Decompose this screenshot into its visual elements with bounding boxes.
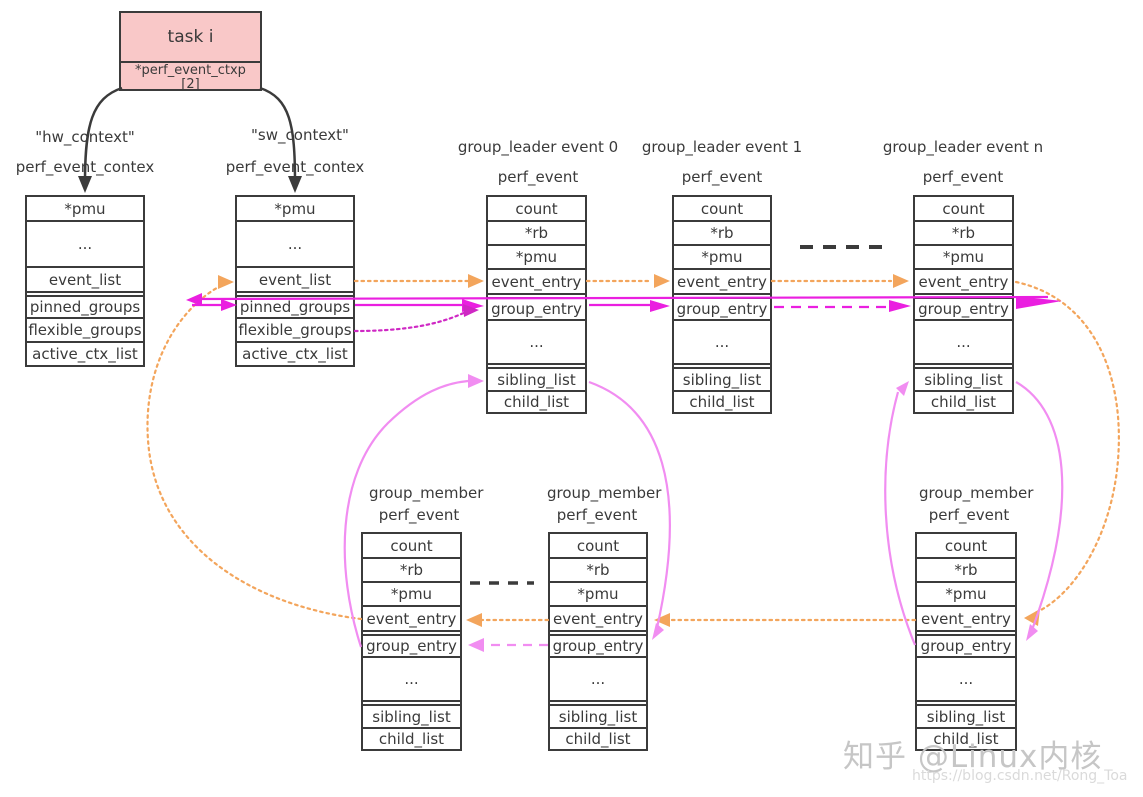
struct-field-cell: event_list <box>237 268 353 293</box>
group-leader-n-type: perf_event <box>922 168 1004 186</box>
struct-field-cell: pinned_groups <box>27 295 143 319</box>
struct-field-cell: ... <box>917 658 1015 702</box>
struct-field-cell: ... <box>488 321 585 365</box>
struct-field-cell: group_entry <box>917 634 1015 658</box>
sw-context-type-label: perf_event_contex <box>225 158 365 176</box>
watermark-brand: 知乎 @Linux内核 <box>843 739 1103 775</box>
struct-field-cell: event_list <box>27 268 143 293</box>
watermark-url: https://blog.csdn.net/Rong_Toa <box>912 768 1128 784</box>
group-member-left-table: count *rb *pmu event_entry group_entry .… <box>361 532 462 751</box>
group-leader-0-table: count *rb *pmu event_entry group_entry .… <box>486 195 587 414</box>
group-leader-1-table: count *rb *pmu event_entry group_entry .… <box>672 195 772 414</box>
struct-field-cell: *pmu <box>915 246 1012 270</box>
struct-field-cell: ... <box>237 222 353 268</box>
member-to-leadern-sibling-curve <box>884 391 917 646</box>
struct-field-cell: pinned_groups <box>237 295 353 319</box>
group-member-mid-title: group_member <box>547 484 662 502</box>
struct-field-cell: count <box>674 197 770 222</box>
struct-field-cell: event_entry <box>363 607 460 632</box>
struct-field-cell: count <box>488 197 585 222</box>
struct-field-cell: child_list <box>933 730 999 748</box>
struct-field-cell: *rb <box>550 559 646 583</box>
struct-field-cell: ... <box>915 321 1012 365</box>
struct-field-cell: *rb <box>917 559 1015 583</box>
struct-field-cell: ... <box>363 658 460 702</box>
struct-field-cell: sibling_list <box>915 367 1012 392</box>
group-member-mid-table: count *rb *pmu event_entry group_entry .… <box>548 532 648 751</box>
struct-field-cell: group_entry <box>488 297 585 321</box>
group-member-right-title: group_member <box>919 484 1034 502</box>
group-leader-1-type: perf_event <box>681 168 763 186</box>
group-leader-0-type: perf_event <box>497 168 579 186</box>
struct-field-cell: ... <box>27 222 143 268</box>
struct-field-cell: child_list <box>503 393 570 411</box>
group-member-mid-type: perf_event <box>556 506 638 524</box>
struct-field-cell: sibling_list <box>363 704 460 729</box>
hw-context-table: *pmu ... event_list pinned_groups flexib… <box>25 195 145 367</box>
task-struct-box: task i *perf_event_ctxp[2] <box>119 11 262 91</box>
struct-field-cell: flexible_groups <box>237 319 353 343</box>
group-member-right-table: count *rb *pmu event_entry group_entry .… <box>915 532 1017 751</box>
struct-field-cell: ... <box>550 658 646 702</box>
sw-context-table: *pmu ... event_list pinned_groups flexib… <box>235 195 355 367</box>
struct-field-cell: child_list <box>565 730 631 748</box>
struct-field-cell: active_ctx_list <box>32 345 138 363</box>
struct-field-cell: group_entry <box>550 634 646 658</box>
struct-field-cell: sibling_list <box>488 367 585 392</box>
struct-field-cell: event_entry <box>917 607 1015 632</box>
struct-field-cell: count <box>915 197 1012 222</box>
pinned-loop-long-arrowhead <box>1016 296 1062 309</box>
struct-field-cell: *pmu <box>674 246 770 270</box>
struct-field-cell: event_entry <box>674 270 770 295</box>
group-member-left-title: group_member <box>369 484 484 502</box>
struct-field-cell: *pmu <box>363 583 460 607</box>
struct-field-cell: *pmu <box>917 583 1015 607</box>
struct-field-cell: *pmu <box>27 197 143 222</box>
group-member-right-type: perf_event <box>928 506 1010 524</box>
flexible-groups-link <box>353 304 479 333</box>
struct-field-cell: active_ctx_list <box>242 345 348 363</box>
struct-field-cell: event_entry <box>550 607 646 632</box>
struct-field-cell: child_list <box>689 393 755 411</box>
struct-field-cell: event_entry <box>915 270 1012 295</box>
struct-field-cell: ... <box>674 321 770 365</box>
struct-field-cell: flexible_groups <box>27 319 143 343</box>
struct-field-cell: *rb <box>488 222 585 246</box>
struct-field-cell: count <box>363 534 460 559</box>
sw-context-quote-label: "sw_context" <box>251 126 349 144</box>
leadern-to-member-arc <box>1014 280 1120 615</box>
struct-field-cell: group_entry <box>674 297 770 321</box>
struct-field-cell: group_entry <box>915 297 1012 321</box>
struct-field-cell: child_list <box>378 730 445 748</box>
struct-field-cell: *rb <box>674 222 770 246</box>
group-leader-n-title: group_leader event n <box>882 138 1044 156</box>
perf-event-ctxp-field: *perf_event_ctxp[2] <box>135 63 246 92</box>
struct-field-cell: count <box>550 534 646 559</box>
struct-field-cell: child_list <box>930 393 997 411</box>
struct-field-cell: *pmu <box>488 246 585 270</box>
struct-field-cell: event_entry <box>488 270 585 295</box>
struct-field-cell: *rb <box>915 222 1012 246</box>
struct-field-cell: *rb <box>363 559 460 583</box>
hw-context-type-label: perf_event_contex <box>15 158 155 176</box>
group-member-left-type: perf_event <box>378 506 460 524</box>
struct-field-cell: group_entry <box>363 634 460 658</box>
task-title: task i <box>121 13 260 63</box>
group-leader-1-title: group_leader event 1 <box>641 138 803 156</box>
struct-field-cell: count <box>917 534 1015 559</box>
group-leader-0-title: group_leader event 0 <box>457 138 619 156</box>
struct-field-cell: *pmu <box>550 583 646 607</box>
hw-context-quote-label: "hw_context" <box>35 128 135 146</box>
struct-field-cell: sibling_list <box>550 704 646 729</box>
leadern-sibling-to-member-curve <box>1015 381 1064 631</box>
struct-field-cell: sibling_list <box>917 704 1015 729</box>
group-leader-n-table: count *rb *pmu event_entry group_entry .… <box>913 195 1014 414</box>
struct-field-cell: *pmu <box>237 197 353 222</box>
struct-field-cell: sibling_list <box>674 367 770 392</box>
